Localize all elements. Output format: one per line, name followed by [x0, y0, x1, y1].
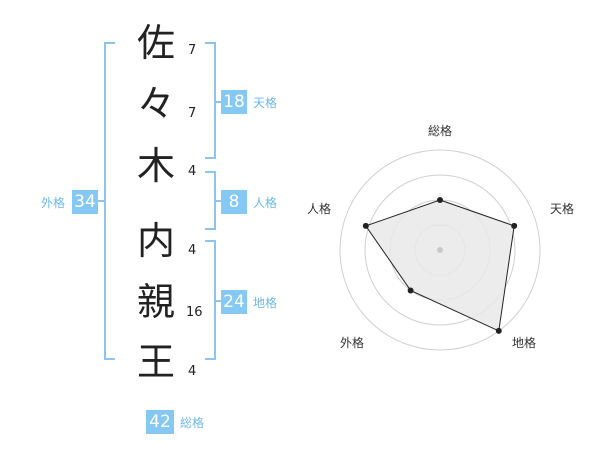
soukaku-label: 総格 [180, 416, 205, 430]
stroke-count-1: 7 [188, 43, 197, 58]
gaikaku-value: 34 [72, 190, 98, 214]
gaikaku-connector [98, 200, 104, 202]
stroke-count-3: 4 [188, 164, 197, 179]
radar-point [362, 222, 369, 229]
name-char-5: 親 [136, 280, 175, 324]
radar-ring [339, 149, 541, 351]
jinkaku-label: 人格 [253, 196, 278, 210]
jinkaku-value: 8 [221, 190, 247, 214]
radar-axis-label-chikaku: 地格 [512, 336, 537, 350]
radar-point [511, 222, 518, 229]
stroke-count-4: 4 [188, 243, 197, 258]
jinkaku-connector [216, 200, 222, 202]
radar-point [495, 327, 502, 334]
stroke-count-5: 16 [186, 305, 203, 320]
name-char-1: 佐 [136, 21, 175, 65]
jinkaku-bracket [205, 171, 216, 230]
chikaku-label: 地格 [253, 296, 278, 310]
chikaku-connector [216, 300, 222, 302]
stroke-count-6: 4 [188, 364, 197, 379]
soukaku-value: 42 [146, 410, 174, 434]
radar-axis-label-soukaku: 総格 [428, 124, 453, 138]
chikaku-bracket [205, 240, 216, 360]
name-char-4: 内 [136, 219, 175, 263]
stroke-count-2: 7 [188, 106, 197, 121]
tenkaku-value: 18 [221, 90, 247, 114]
radar-point [437, 197, 443, 203]
tenkaku-bracket [205, 42, 216, 159]
tenkaku-label: 天格 [253, 96, 278, 110]
radar-axis-label-tenkaku: 天格 [550, 202, 575, 216]
radar-ring [364, 174, 516, 326]
name-char-3: 木 [136, 144, 175, 188]
gaikaku-bracket [104, 42, 115, 360]
name-char-2: 々 [136, 82, 175, 126]
chikaku-value: 24 [221, 290, 247, 314]
gaikaku-label: 外格 [41, 196, 66, 210]
radar-center-dot [437, 247, 443, 253]
radar-area [365, 199, 515, 332]
radar-axis-label-jinkaku: 人格 [307, 202, 332, 216]
tenkaku-connector [216, 101, 222, 103]
name-char-6: 王 [136, 340, 175, 384]
radar-points [362, 197, 518, 334]
radar-axis-label-gaikaku: 外格 [340, 336, 365, 350]
radar-point [407, 287, 414, 294]
